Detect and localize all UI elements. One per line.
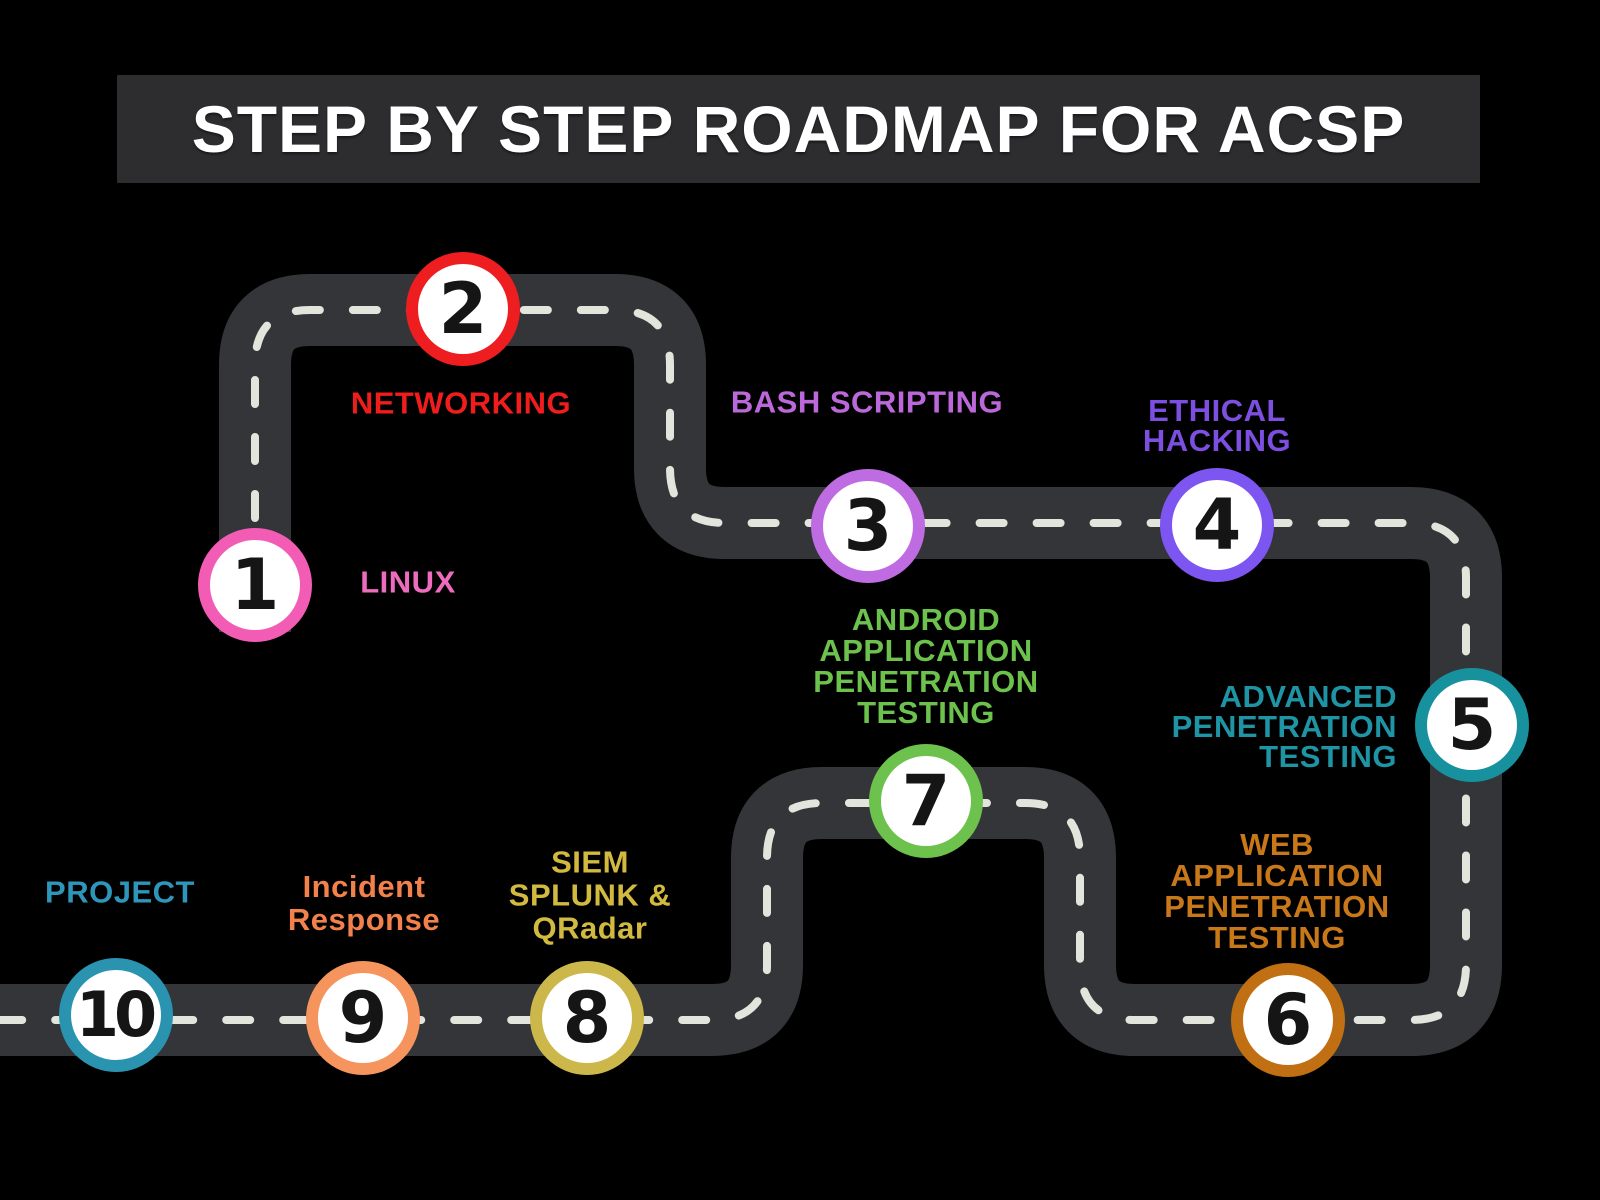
step-7-label-line: APPLICATION bbox=[819, 633, 1033, 668]
step-7-marker: 7 bbox=[869, 744, 983, 858]
step-8-label-line: SIEM bbox=[551, 844, 629, 880]
step-1-label-line: LINUX bbox=[360, 564, 456, 600]
step-9-marker: 9 bbox=[306, 961, 420, 1075]
step-6-label: WEB APPLICATION PENETRATION TESTING bbox=[1164, 829, 1389, 953]
step-7-label-line: ANDROID bbox=[851, 602, 1001, 637]
step-7-label-line: TESTING bbox=[857, 695, 995, 730]
step-3-number: 3 bbox=[843, 485, 893, 567]
step-2-label-line: NETWORKING bbox=[350, 385, 572, 421]
road-centerline bbox=[0, 306, 1470, 1024]
step-2-marker: 2 bbox=[406, 252, 520, 366]
step-6-number: 6 bbox=[1263, 979, 1313, 1061]
step-5-marker: 5 bbox=[1415, 668, 1529, 782]
step-2-number: 2 bbox=[438, 268, 488, 350]
step-5-label: ADVANCED PENETRATION TESTING bbox=[1171, 679, 1397, 774]
step-4-label-line: HACKING bbox=[1142, 423, 1292, 458]
step-7-number: 7 bbox=[901, 760, 951, 842]
step-7-label: ANDROID APPLICATION PENETRATION TESTING bbox=[813, 604, 1038, 728]
step-1-label: LINUX bbox=[360, 567, 456, 598]
step-4-marker: 4 bbox=[1160, 468, 1274, 582]
step-3-label: BASH SCRIPTING bbox=[731, 387, 1003, 418]
step-8-label-line: SPLUNK & bbox=[508, 877, 672, 913]
step-6-label-line: PENETRATION bbox=[1164, 889, 1390, 924]
step-4-number: 4 bbox=[1192, 484, 1242, 566]
step-6-label-line: TESTING bbox=[1208, 920, 1346, 955]
step-10-marker: 10 bbox=[59, 958, 173, 1072]
title-banner: STEP BY STEP ROADMAP FOR ACSP bbox=[117, 75, 1480, 183]
step-9-label-line: Response bbox=[287, 902, 441, 937]
step-2-label: NETWORKING bbox=[351, 388, 571, 419]
step-4-label: ETHICAL HACKING bbox=[1142, 393, 1292, 458]
step-5-number: 5 bbox=[1447, 684, 1497, 766]
step-6-marker: 6 bbox=[1231, 963, 1345, 1077]
step-7-label-line: PENETRATION bbox=[813, 664, 1039, 699]
step-8-label: SIEM SPLUNK & QRadar bbox=[509, 846, 671, 945]
step-1-marker: 1 bbox=[198, 528, 312, 642]
step-8-marker: 8 bbox=[530, 961, 644, 1075]
step-1-number: 1 bbox=[230, 544, 280, 626]
step-10-number: 10 bbox=[75, 978, 157, 1051]
step-9-number: 9 bbox=[338, 977, 388, 1059]
step-10-label-line: PROJECT bbox=[45, 874, 195, 910]
step-8-label-line: QRadar bbox=[532, 910, 648, 946]
step-9-label-line: Incident bbox=[302, 869, 426, 904]
step-6-label-line: APPLICATION bbox=[1170, 858, 1384, 893]
page-title: STEP BY STEP ROADMAP FOR ACSP bbox=[191, 92, 1406, 166]
step-8-number: 8 bbox=[562, 977, 612, 1059]
step-5-label-line: ADVANCED bbox=[1219, 679, 1397, 714]
step-6-label-line: WEB bbox=[1240, 827, 1314, 862]
step-9-label: Incident Response bbox=[288, 870, 440, 936]
step-3-marker: 3 bbox=[811, 469, 925, 583]
step-10-label: PROJECT bbox=[45, 877, 195, 908]
step-5-label-line: TESTING bbox=[1259, 739, 1397, 774]
step-4-label-line: ETHICAL bbox=[1148, 393, 1286, 428]
step-3-label-line: BASH SCRIPTING bbox=[730, 384, 1004, 420]
step-5-label-line: PENETRATION bbox=[1171, 709, 1397, 744]
